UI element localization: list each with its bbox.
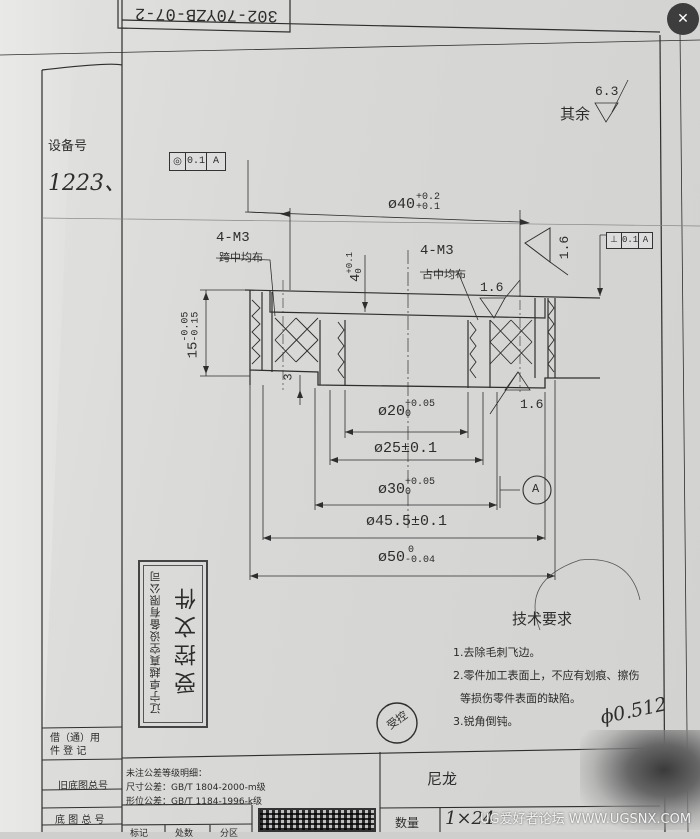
ink-smudge bbox=[580, 730, 700, 830]
thread-right-note: 占中均布 bbox=[422, 268, 466, 281]
stamp-company: 辽宁卓越真空设备有限公司 bbox=[149, 570, 162, 714]
dim-height15: 15 -0.05 -0.15 bbox=[180, 311, 202, 359]
tech-req-item: 2.零件加工表面上，不应有划痕、擦伤 bbox=[453, 669, 640, 682]
close-icon: ✕ bbox=[677, 11, 689, 27]
close-button[interactable]: ✕ bbox=[667, 3, 699, 35]
drawing-number: 302-70YZB-07-2 bbox=[134, 2, 278, 25]
qr-code bbox=[258, 808, 376, 832]
reuse-registration: 借（通）用 件 登 记 bbox=[50, 733, 100, 757]
perpendicularity-frame: ⊥ 0.1 A bbox=[606, 232, 653, 249]
datum-a-label: A bbox=[532, 482, 540, 496]
equipment-number: 1223、 bbox=[48, 171, 126, 196]
material: 尼龙 bbox=[427, 770, 458, 788]
watermark: UG爱好者论坛 WWW.UGSNX.COM bbox=[480, 812, 692, 827]
quantity-label: 数量 bbox=[395, 816, 420, 830]
base-number-label: 底 图 总 号 bbox=[55, 815, 105, 826]
tech-req-title: 技术要求 bbox=[512, 610, 573, 628]
tech-req-item: 等损伤零件表面的缺陷。 bbox=[453, 692, 581, 705]
tech-req-list: 1.去除毛刺飞边。 2.零件加工表面上，不应有划痕、擦伤 等损伤零件表面的缺陷。… bbox=[453, 641, 640, 733]
dim-d20: ø20 +0.05 0 bbox=[378, 399, 436, 421]
stamp-title: 受控文件 bbox=[175, 582, 200, 694]
tech-req-item: 1.去除毛刺飞边。 bbox=[453, 646, 541, 659]
dim-d30: ø30 +0.05 0 bbox=[378, 477, 436, 499]
dim-d40: ø40 +0.2 +0.1 bbox=[388, 192, 441, 214]
thread-left-spec: 4-M3 bbox=[216, 230, 250, 246]
company-stamp: 辽宁卓越真空设备有限公司 受控文件 bbox=[138, 560, 208, 728]
quantity-value: 1×24 bbox=[445, 808, 495, 829]
concentricity-frame: ◎ 0.1 A bbox=[169, 152, 226, 171]
dim-depth4: 4 +0.1 0 bbox=[345, 251, 365, 283]
dim-d25: ø25±0.1 bbox=[374, 440, 438, 457]
tolerance-notes: 未注公差等级明细： 尺寸公差：GB/T 1804-2000-m级 形位公差：GB… bbox=[126, 769, 266, 807]
surface-finish-value: 6.3 bbox=[595, 84, 619, 99]
roughness-2: 1.6 bbox=[480, 280, 504, 295]
col-zone: 分区 bbox=[220, 829, 239, 839]
roughness-3: 1.6 bbox=[520, 397, 544, 412]
dim-step3: 3 bbox=[281, 373, 296, 381]
dim-d50: ø50 0 -0.04 bbox=[378, 545, 436, 567]
col-mark: 标记 bbox=[130, 829, 149, 839]
col-count: 处数 bbox=[175, 829, 194, 839]
thread-right-spec: 4-M3 bbox=[420, 243, 454, 259]
tech-req-item: 3.锐角倒钝。 bbox=[453, 715, 519, 728]
surface-finish-label: 其余 bbox=[560, 105, 591, 123]
roughness-1: 1.6 bbox=[557, 235, 573, 260]
thread-left-note: 跨中均布 bbox=[219, 251, 263, 264]
perpendicularity-icon: ⊥ bbox=[607, 233, 622, 248]
concentricity-icon: ◎ bbox=[170, 153, 186, 170]
equipment-label: 设备号 bbox=[48, 139, 88, 154]
dim-d45: ø45.5±0.1 bbox=[366, 513, 448, 530]
old-base-number-label: 旧底图总号 bbox=[58, 781, 108, 792]
